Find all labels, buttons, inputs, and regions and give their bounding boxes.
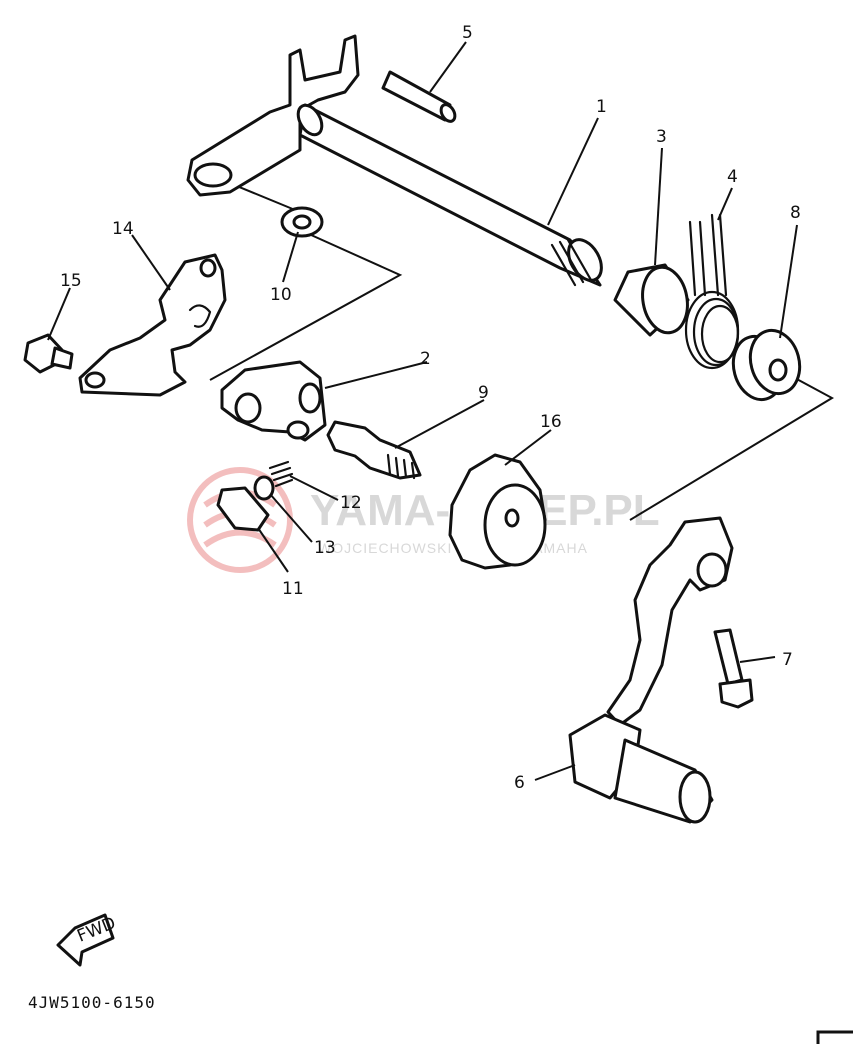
part-1-shift-shaft <box>186 34 603 287</box>
callout-11: 11 <box>282 579 304 599</box>
part-6-shift-pedal <box>568 516 734 824</box>
part-15-bolt <box>23 333 74 374</box>
diagram-code: 4JW5100-6150 <box>28 993 156 1012</box>
part-10-washer <box>280 206 324 238</box>
corner-mark <box>816 1030 853 1044</box>
callout-4: 4 <box>727 167 738 187</box>
callout-1: 1 <box>596 97 607 117</box>
callout-13: 13 <box>314 538 336 558</box>
callout-16: 16 <box>540 412 562 432</box>
part-7-pedal-bolt <box>713 628 754 709</box>
part-11-roller <box>216 486 270 532</box>
callout-3: 3 <box>656 127 667 147</box>
part-5-dowel-pin <box>381 70 457 123</box>
part-13-pin <box>253 475 275 501</box>
watermark-logo-icon <box>187 467 293 573</box>
part-8-oil-seal <box>731 328 802 402</box>
callout-10: 10 <box>270 285 292 305</box>
fwd-arrow-icon: FWD <box>56 913 119 967</box>
part-14-stopper-plate <box>78 253 227 397</box>
callout-5: 5 <box>462 23 473 43</box>
part-12-spring <box>268 460 294 488</box>
callout-6: 6 <box>514 773 525 793</box>
callout-leaders <box>47 41 798 781</box>
callout-2: 2 <box>420 349 431 369</box>
part-3-collar <box>613 263 690 337</box>
part-2-segment <box>220 360 327 442</box>
callout-labels: 1 2 3 4 5 6 7 8 9 10 11 12 13 14 15 16 <box>60 23 801 793</box>
callout-14: 14 <box>112 219 134 239</box>
part-4-torsion-spring <box>684 213 740 370</box>
part-9-pivot-bolt <box>326 420 422 480</box>
part-16-segment-wheel <box>448 453 547 570</box>
callout-15: 15 <box>60 271 82 291</box>
callout-8: 8 <box>790 203 801 223</box>
callout-12: 12 <box>340 493 362 513</box>
callout-7: 7 <box>782 650 793 670</box>
callout-9: 9 <box>478 383 489 403</box>
